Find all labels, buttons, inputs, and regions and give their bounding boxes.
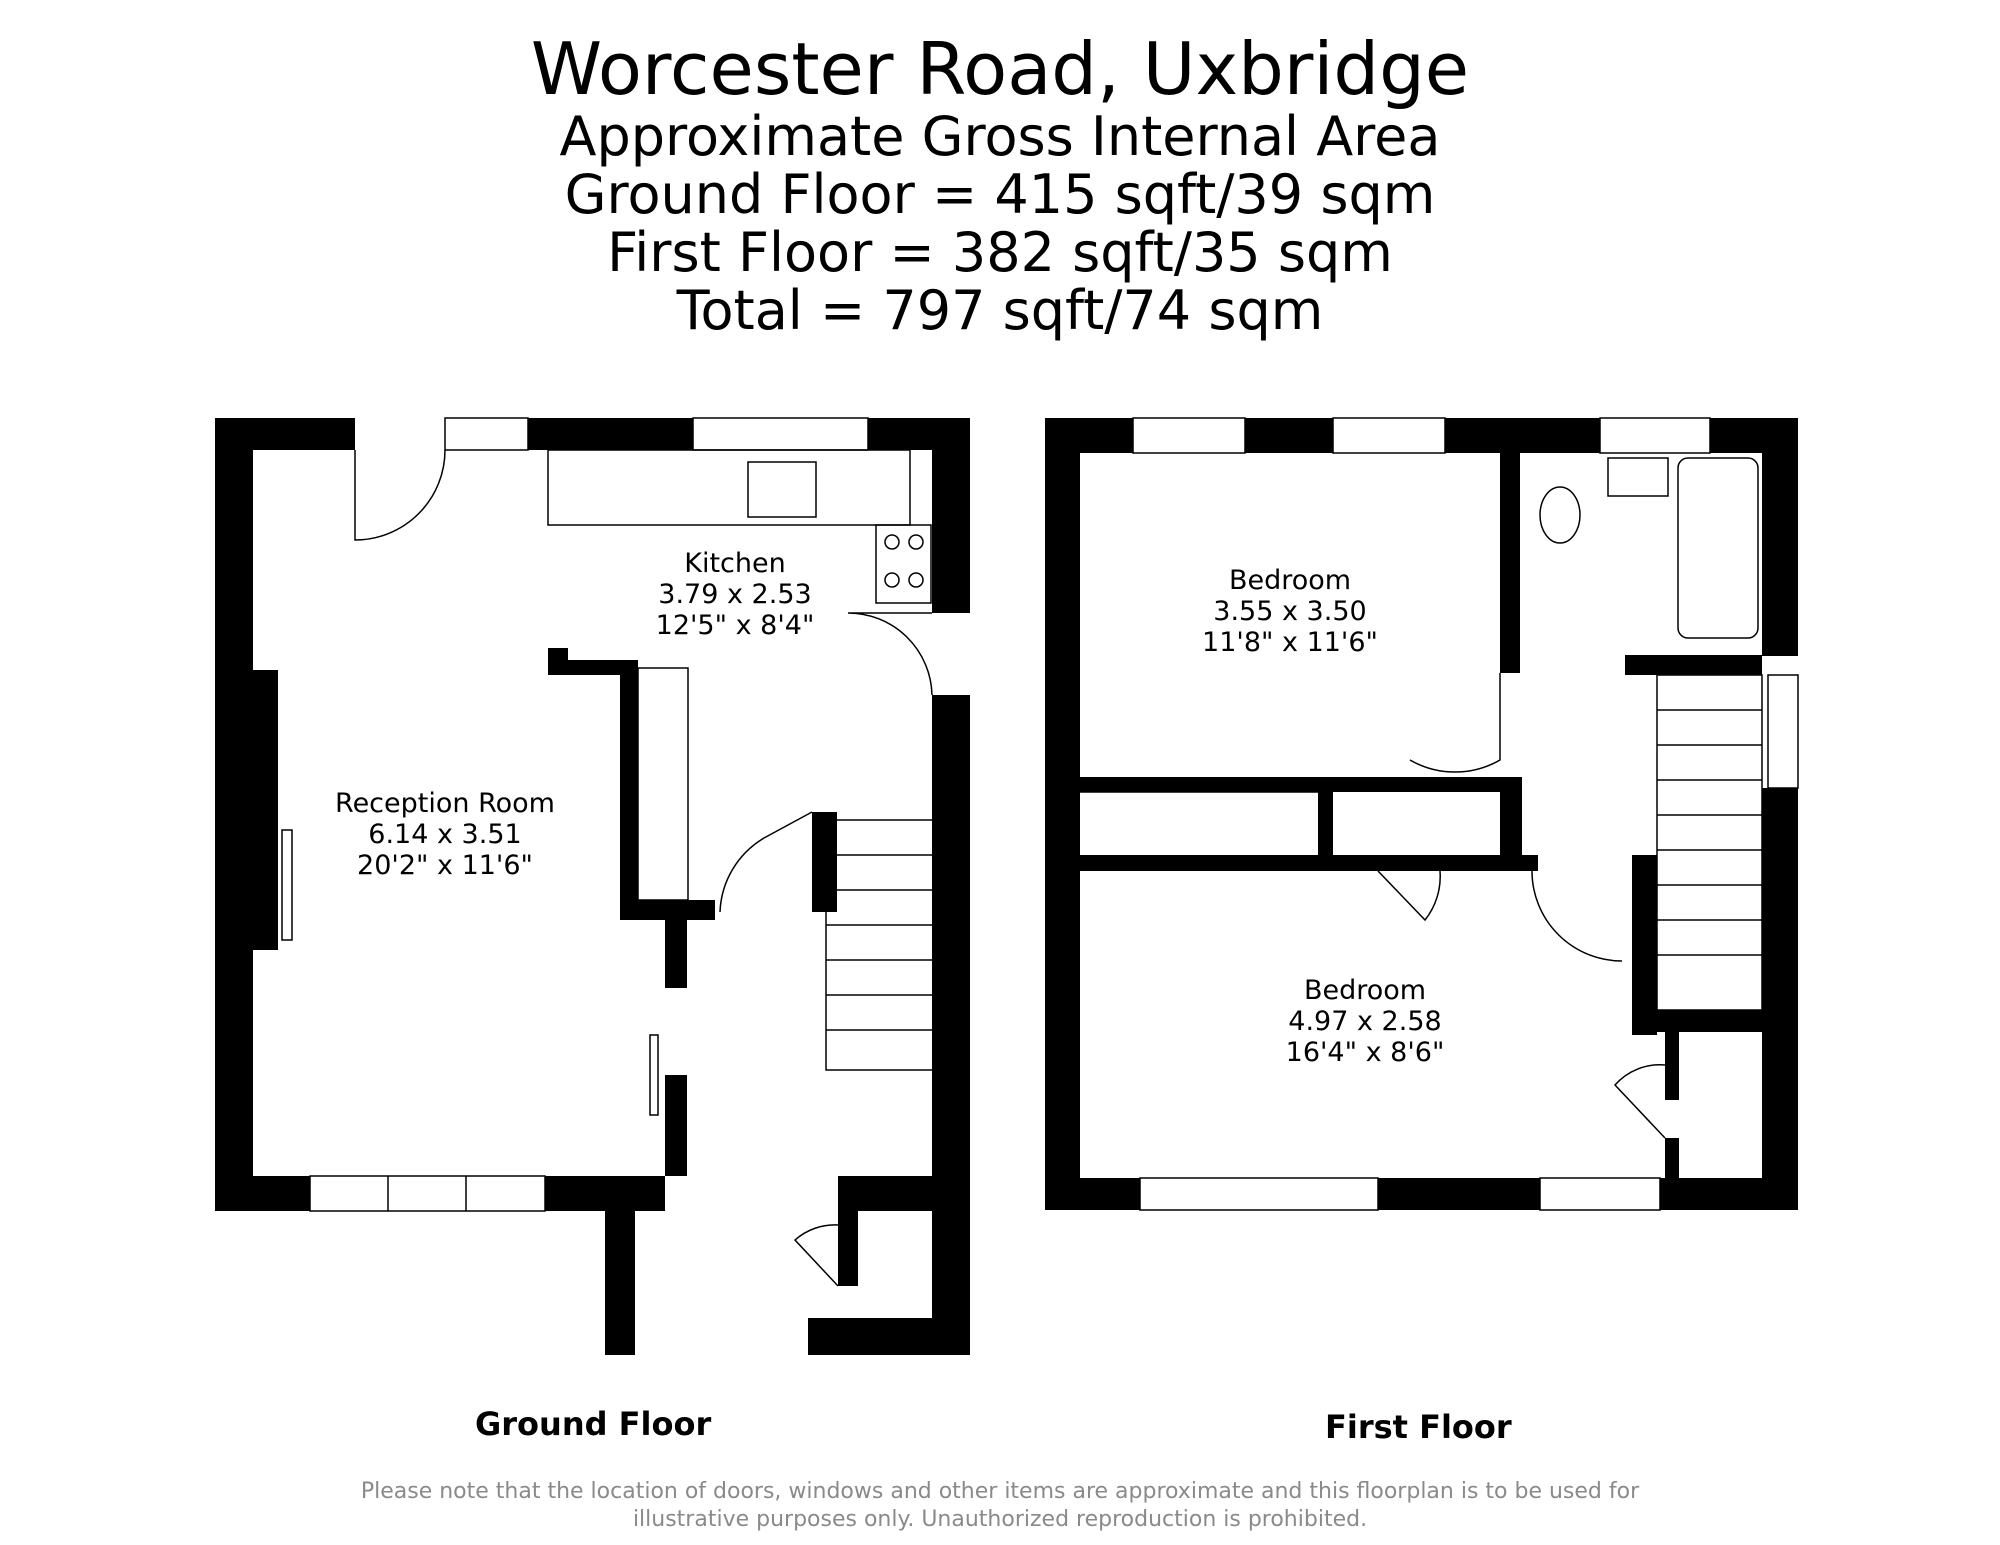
first-wall-cupboard-stub (1665, 1032, 1679, 1100)
radiator-icon (649, 1034, 659, 1116)
first-wall-bed2-top (1080, 855, 1538, 871)
ground-window-top-1 (444, 417, 529, 451)
first-wall-left (1045, 418, 1080, 1210)
first-door-cupboard (1377, 870, 1441, 922)
ground-window-top-2 (692, 417, 869, 451)
room-name: Kitchen (684, 548, 786, 579)
first-wall-bottom-mid (1378, 1178, 1540, 1210)
ground-floor-fittings (281, 417, 937, 1287)
ground-door-hall (719, 811, 813, 913)
ground-window-bottom (309, 1175, 546, 1212)
total-area: Total = 797 sqft/74 sqm (676, 279, 1324, 342)
first-wall-bottom-left (1045, 1178, 1140, 1210)
plan-title: Worcester Road, Uxbridge (530, 27, 1470, 111)
first-wall-bottom-right (1660, 1178, 1798, 1210)
first-wall-right-upper (1762, 418, 1798, 656)
ground-stairs (825, 819, 937, 1071)
room-imperial: 11'8" x 11'6" (1202, 627, 1378, 658)
ground-wall-stair-left (812, 812, 837, 912)
room-metric: 6.14 x 3.51 (368, 819, 522, 850)
bath-icon (1677, 457, 1759, 639)
basin-icon (1607, 457, 1669, 497)
ground-stair-cupboard (637, 667, 689, 901)
ground-door-front (354, 449, 446, 541)
first-wall-bed1-bottom (1080, 777, 1515, 792)
first-window-1 (1132, 417, 1246, 454)
first-door-bed2 (1531, 870, 1623, 962)
ground-door-back (847, 612, 933, 696)
ground-wall-bottom-mid (545, 1176, 665, 1211)
first-wall-landing (1500, 777, 1522, 867)
ground-wall-bottom-right (838, 1176, 970, 1211)
ground-wall-hall-stub (665, 900, 687, 988)
first-wall-cupboard-lower (1665, 1138, 1679, 1178)
ground-wall-kitchen-top (548, 660, 638, 675)
room-name: Bedroom (1228, 565, 1352, 596)
ground-wall-right-lower (932, 695, 970, 1355)
room-metric: 4.97 x 2.58 (1288, 1006, 1442, 1037)
room-name: Bedroom (1303, 975, 1427, 1006)
first-window-3 (1599, 417, 1711, 454)
room-label-reception: Reception Room 6.14 x 3.51 20'2" x 11'6" (320, 788, 570, 881)
cooker-icon (875, 524, 932, 604)
first-floor-fittings (1080, 417, 1799, 1211)
ground-wall-kitchen-divider (620, 668, 638, 900)
plan-subtitle: Approximate Gross Internal Area (559, 105, 1441, 168)
ground-wall-hall-lower (665, 1075, 687, 1176)
first-wall-top-right (1445, 418, 1600, 453)
room-imperial: 12'5" x 8'4" (655, 610, 815, 641)
first-wall-stair-left (1632, 855, 1657, 1035)
first-floor-label: First Floor (1325, 1408, 1512, 1446)
room-label-bedroom-2: Bedroom 4.97 x 2.58 16'4" x 8'6" (1265, 975, 1465, 1068)
ground-wall-porch-left (605, 1211, 635, 1355)
ground-wall-cupboard (838, 1176, 858, 1286)
ground-wall-right-upper (932, 418, 970, 613)
ground-door-cupboard (793, 1224, 839, 1287)
first-wall-top-mid (1245, 418, 1333, 453)
first-floor-plan (1045, 418, 1798, 1210)
ground-wall-porch-base (808, 1318, 970, 1355)
room-label-bedroom-1: Bedroom 3.55 x 3.50 11'8" x 11'6" (1190, 565, 1390, 658)
room-imperial: 20'2" x 11'6" (357, 850, 533, 881)
ground-wall-bottom-left (215, 1176, 310, 1211)
first-window-bottom-1 (1139, 1177, 1379, 1211)
first-door-bed1 (1409, 673, 1501, 773)
room-metric: 3.55 x 3.50 (1213, 596, 1367, 627)
ground-wall-chimney (253, 810, 278, 950)
first-door-airing (1613, 1064, 1666, 1139)
first-floor-area: First Floor = 382 sqft/35 sqm (607, 221, 1393, 284)
room-metric: 3.79 x 2.53 (658, 579, 812, 610)
ground-wall-top-mid (528, 418, 693, 450)
first-wall-stair-bottom (1632, 1010, 1762, 1032)
kitchen-worktop (547, 449, 911, 526)
first-window-bottom-2 (1539, 1177, 1661, 1211)
header: Worcester Road, Uxbridge Approximate Gro… (0, 30, 2000, 340)
disclaimer: Please note that the location of doors, … (360, 1479, 1640, 1532)
fireplace-surround (281, 829, 293, 941)
first-window-side (1767, 674, 1799, 789)
room-imperial: 16'4" x 8'6" (1285, 1037, 1445, 1068)
first-stairs (1656, 674, 1763, 1011)
kitchen-sink-icon (747, 461, 817, 518)
ground-floor-label: Ground Floor (475, 1405, 712, 1443)
ground-floor-plan (215, 418, 970, 1355)
ground-floor-area: Ground Floor = 415 sqft/39 sqm (564, 163, 1436, 226)
first-wall-wardrobe (1318, 777, 1333, 867)
wc-icon (1539, 486, 1581, 544)
room-name: Reception Room (335, 788, 555, 819)
ground-wall-left (215, 418, 253, 1176)
first-window-2 (1332, 417, 1446, 454)
first-wall-bath-bottom (1625, 655, 1762, 675)
first-wall-right-lower (1762, 788, 1798, 1210)
first-wall-bath-left (1500, 453, 1520, 673)
room-label-kitchen: Kitchen 3.79 x 2.53 12'5" x 8'4" (640, 548, 830, 641)
